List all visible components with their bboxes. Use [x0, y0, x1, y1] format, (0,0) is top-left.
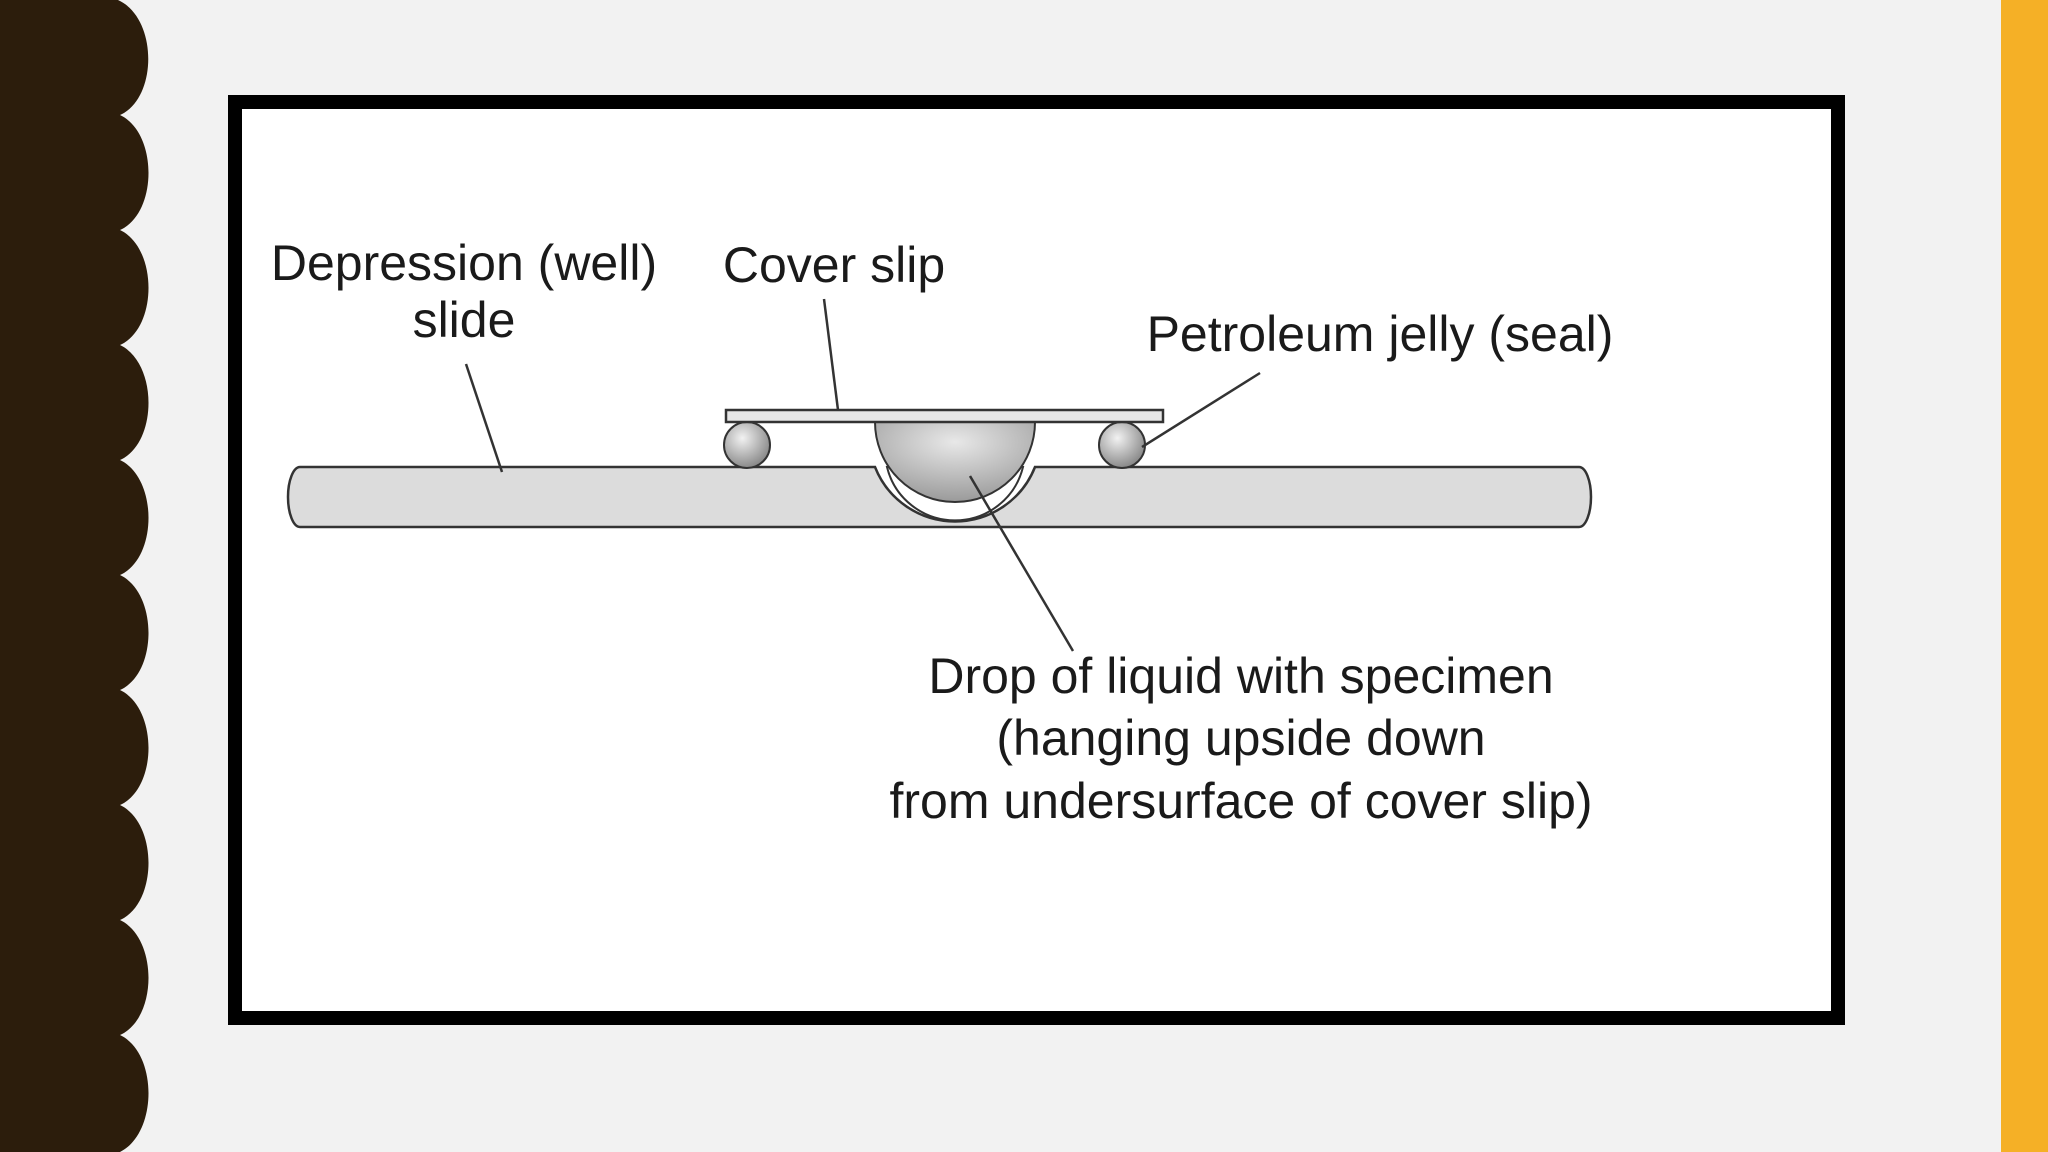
- left-wavy-edge: [0, 0, 149, 1152]
- leader-line-cover-slip: [822, 298, 840, 411]
- petroleum-jelly-seal-right: [1098, 421, 1146, 469]
- leader-line-slide: [464, 363, 504, 473]
- label-drop-line3: from undersurface of cover slip): [889, 773, 1592, 829]
- right-accent-bar: [2001, 0, 2048, 1152]
- label-drop-line2: (hanging upside down: [996, 710, 1485, 766]
- label-cover-slip: Cover slip: [723, 237, 945, 293]
- cover-slip: [724, 408, 1165, 424]
- hanging-drop: [873, 421, 1037, 503]
- depression-slide: [286, 465, 1593, 529]
- hanging-drop-diagram: Depression (well) slide Cover slip Petro…: [271, 235, 1614, 829]
- petroleum-jelly-seal-left: [723, 421, 771, 469]
- wavy-edge-shape: [0, 0, 149, 1152]
- diagram-frame: Depression (well) slide Cover slip Petro…: [228, 95, 1845, 1025]
- label-drop-line1: Drop of liquid with specimen: [928, 648, 1553, 704]
- leader-line-drop: [968, 475, 1075, 652]
- leader-line-petroleum-jelly: [1141, 371, 1261, 449]
- label-petroleum-jelly: Petroleum jelly (seal): [1147, 306, 1614, 362]
- label-depression-slide-line1: Depression (well): [271, 235, 657, 291]
- label-depression-slide-line2: slide: [413, 292, 516, 348]
